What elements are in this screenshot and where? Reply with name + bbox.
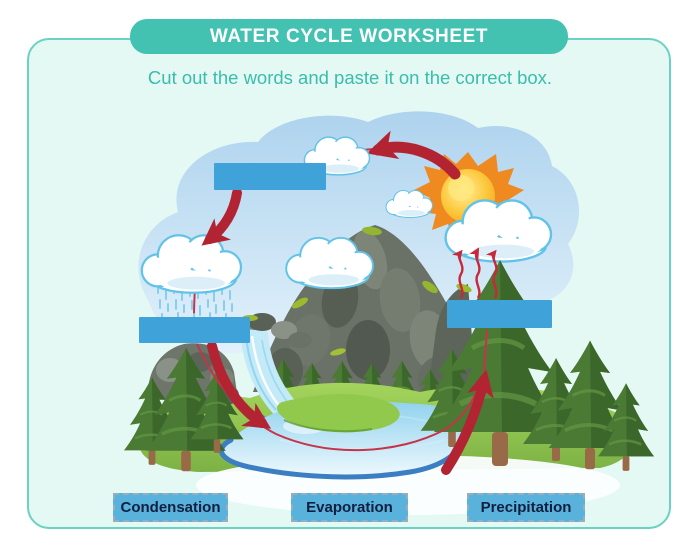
condensation-arrow-icon — [366, 130, 461, 180]
precipitation-arrow-icon — [201, 188, 242, 246]
runoff-arrow-icon — [207, 341, 272, 429]
word-card-evaporation[interactable]: Evaporation — [291, 493, 408, 522]
blank-box-right[interactable] — [447, 300, 552, 328]
lake-icon — [218, 393, 469, 480]
word-card-precipitation[interactable]: Precipitation — [467, 493, 585, 522]
evaporation-arrows-icon — [451, 247, 498, 299]
evaporation-rise-arrow-icon — [441, 369, 494, 475]
blank-box-left[interactable] — [139, 317, 250, 343]
instruction-text: Cut out the words and paste it on the co… — [147, 67, 553, 88]
word-card-condensation[interactable]: Condensation — [113, 493, 228, 522]
page-title: WATER CYCLE WORKSHEET — [209, 25, 489, 47]
blank-box-top[interactable] — [214, 163, 326, 190]
title-banner: WATER CYCLE WORKSHEET — [130, 19, 568, 54]
